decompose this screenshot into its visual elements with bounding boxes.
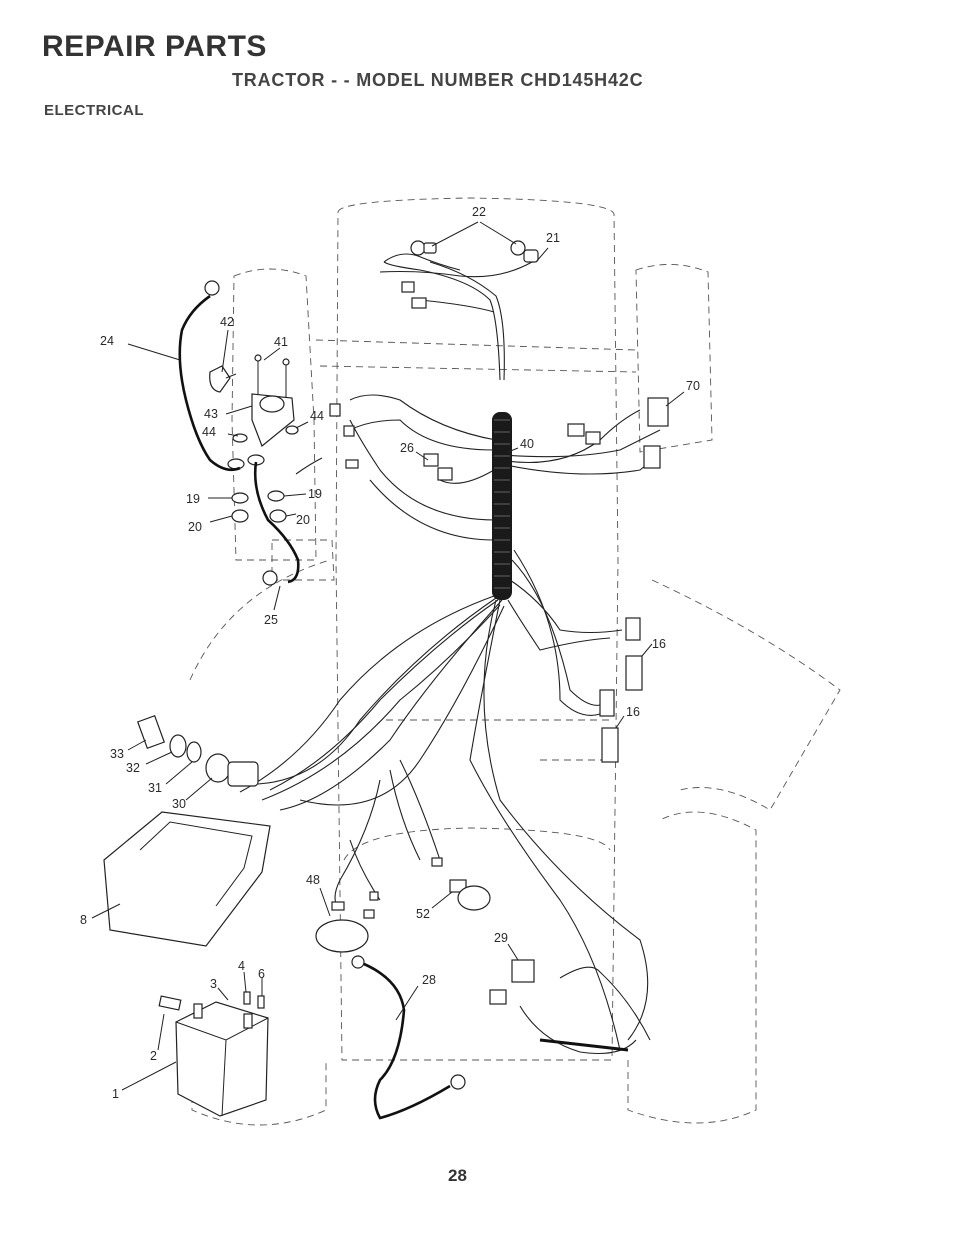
headlight-assembly — [379, 240, 539, 309]
model-subtitle: TRACTOR - - MODEL NUMBER CHD145H42C — [232, 70, 644, 90]
callout-44-right: 44 — [310, 409, 324, 423]
callout-leaders — [91, 221, 685, 1091]
callout-19-right: 19 — [308, 487, 322, 501]
callout-41: 41 — [274, 335, 288, 349]
callout-22: 22 — [472, 205, 486, 219]
page-title: REPAIR PARTS — [42, 30, 267, 63]
harness-conduit — [492, 412, 512, 600]
callout-19-left: 19 — [186, 492, 200, 506]
callout-20-left: 20 — [188, 520, 202, 534]
callout-20-right: 20 — [296, 513, 310, 527]
callout-3: 3 — [210, 977, 217, 991]
callout-29: 29 — [494, 931, 508, 945]
callout-32: 32 — [126, 761, 140, 775]
callout-28: 28 — [422, 973, 436, 987]
callout-42: 42 — [220, 315, 234, 329]
starter-solenoid — [209, 354, 299, 470]
callout-16-lower: 16 — [626, 705, 640, 719]
callout-6: 6 — [258, 967, 265, 981]
tractor-outline — [189, 197, 841, 1126]
callout-1: 1 — [112, 1087, 119, 1101]
seat-switch-assembly — [315, 857, 651, 1055]
callout-4: 4 — [238, 959, 245, 973]
callout-70: 70 — [686, 379, 700, 393]
battery — [158, 991, 269, 1117]
main-wiring-harness — [239, 261, 661, 1051]
callout-52: 52 — [416, 907, 430, 921]
callout-48: 48 — [306, 873, 320, 887]
callout-33: 33 — [110, 747, 124, 761]
harness-connectors — [423, 397, 669, 763]
callout-16-upper: 16 — [652, 637, 666, 651]
callout-2: 2 — [150, 1049, 157, 1063]
section-label: ELECTRICAL — [44, 102, 144, 119]
callout-25: 25 — [264, 613, 278, 627]
callout-21: 21 — [546, 231, 560, 245]
battery-cables — [178, 280, 466, 1120]
callout-26: 26 — [400, 441, 414, 455]
callout-30: 30 — [172, 797, 186, 811]
page-number: 28 — [448, 1166, 467, 1185]
ignition-switch-assembly — [136, 714, 259, 787]
callout-labels: 22 21 24 42 41 70 43 44 44 26 40 19 19 2… — [80, 205, 700, 1101]
terminal-hardware — [231, 403, 359, 523]
callout-8: 8 — [80, 913, 87, 927]
callout-31: 31 — [148, 781, 162, 795]
callout-24: 24 — [100, 334, 114, 348]
callout-40: 40 — [520, 437, 534, 451]
callout-43: 43 — [204, 407, 218, 421]
battery-box — [103, 811, 271, 947]
callout-44-left: 44 — [202, 425, 216, 439]
